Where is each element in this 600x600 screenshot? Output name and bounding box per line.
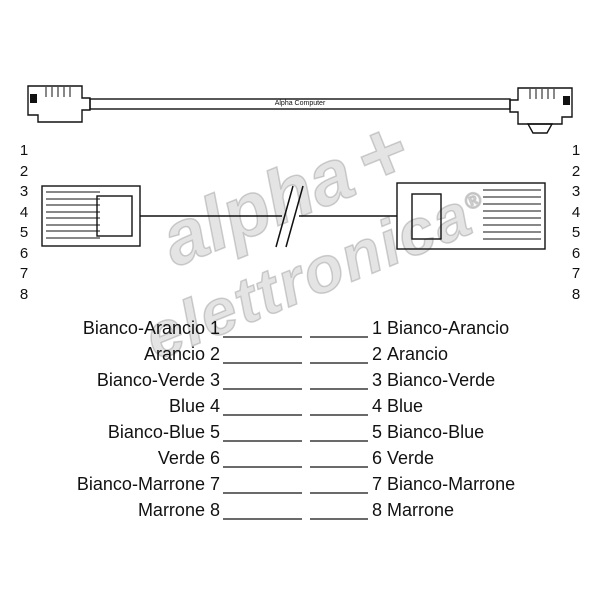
right-pin-number-2: 2 xyxy=(571,163,581,180)
pinout-right-row-6: 6 Verde xyxy=(372,447,594,469)
pin-number: 4 xyxy=(372,396,383,416)
wire-color-label: Marrone xyxy=(387,500,455,520)
wire-color-label: Verde xyxy=(157,448,205,468)
left-pin-number-1: 1 xyxy=(19,142,29,159)
pinout-right-row-1: 1 Bianco-Arancio xyxy=(372,317,594,339)
pin-number: 5 xyxy=(372,422,383,442)
pin-number: 6 xyxy=(209,448,220,468)
pinout-right-row-3: 3 Bianco-Verde xyxy=(372,369,594,391)
pinout-left-row-5: Bianco-Blue 5 xyxy=(10,421,220,443)
right-pin-number-6: 6 xyxy=(571,245,581,262)
right-pin-number-4: 4 xyxy=(571,204,581,221)
pin-number: 8 xyxy=(372,500,383,520)
pinout-left-row-7: Bianco-Marrone 7 xyxy=(10,473,220,495)
wire-color-label: Blue xyxy=(168,396,205,416)
left-pin-number-2: 2 xyxy=(19,163,29,180)
right-pin-number-1: 1 xyxy=(571,142,581,159)
right-pin-number-3: 3 xyxy=(571,183,581,200)
left-pin-number-4: 4 xyxy=(19,204,29,221)
left-connector-latch xyxy=(96,195,133,237)
top-right-plug xyxy=(509,87,573,134)
wire-color-label: Marrone xyxy=(137,500,205,520)
pin-number: 1 xyxy=(372,318,383,338)
pinout-left-row-2: Arancio 2 xyxy=(10,343,220,365)
pin-number: 7 xyxy=(209,474,220,494)
pinout-right-row-2: 2 Arancio xyxy=(372,343,594,365)
wire-color-label: Bianco-Blue xyxy=(387,422,485,442)
pinout-wire-lines xyxy=(223,336,368,520)
right-pin-number-5: 5 xyxy=(571,224,581,241)
wire-color-label: Verde xyxy=(387,448,435,468)
pinout-right-row-8: 8 Marrone xyxy=(372,499,594,521)
pinout-right-row-4: 4 Blue xyxy=(372,395,594,417)
cable-brand-label: Alpha Computer xyxy=(274,100,326,107)
left-pin-number-8: 8 xyxy=(19,286,29,303)
pinout-right-row-7: 7 Bianco-Marrone xyxy=(372,473,594,495)
right-pin-number-7: 7 xyxy=(571,265,581,282)
pinout-left-row-6: Verde 6 xyxy=(10,447,220,469)
pin-number: 2 xyxy=(372,344,383,364)
right-connector-latch xyxy=(411,193,442,240)
left-pin-number-6: 6 xyxy=(19,245,29,262)
pinout-left-row-8: Marrone 8 xyxy=(10,499,220,521)
pinout-left-row-4: Blue 4 xyxy=(10,395,220,417)
wire-color-label: Bianco-Blue xyxy=(107,422,205,442)
wire-color-label: Bianco-Marrone xyxy=(387,474,516,494)
right-connector-pins xyxy=(483,189,541,240)
pin-number: 1 xyxy=(209,318,220,338)
pin-number: 4 xyxy=(209,396,220,416)
left-pin-number-7: 7 xyxy=(19,265,29,282)
pin-number: 3 xyxy=(209,370,220,390)
pin-number: 8 xyxy=(209,500,220,520)
wire-color-label: Arancio xyxy=(143,344,205,364)
wire-color-label: Blue xyxy=(387,396,424,416)
wire-color-label: Bianco-Marrone xyxy=(76,474,205,494)
wire-color-label: Arancio xyxy=(387,344,449,364)
left-pin-number-3: 3 xyxy=(19,183,29,200)
pin-number: 7 xyxy=(372,474,383,494)
left-connector-pins xyxy=(46,191,100,239)
pin-number: 2 xyxy=(209,344,220,364)
wire-color-label: Bianco-Verde xyxy=(387,370,496,390)
cable-break-icon xyxy=(275,185,304,248)
pinout-left-row-1: Bianco-Arancio 1 xyxy=(10,317,220,339)
left-pin-number-5: 5 xyxy=(19,224,29,241)
pinout-left-row-3: Bianco-Verde 3 xyxy=(10,369,220,391)
pin-number: 5 xyxy=(209,422,220,442)
pin-number: 3 xyxy=(372,370,383,390)
right-connector-body xyxy=(396,182,546,250)
right-pin-number-8: 8 xyxy=(571,286,581,303)
pinout-right-row-5: 5 Bianco-Blue xyxy=(372,421,594,443)
wire-color-label: Bianco-Arancio xyxy=(387,318,510,338)
pin-number: 6 xyxy=(372,448,383,468)
top-left-plug xyxy=(27,85,91,123)
wire-color-label: Bianco-Arancio xyxy=(82,318,205,338)
left-connector-body xyxy=(41,185,141,247)
wire-color-label: Bianco-Verde xyxy=(96,370,205,390)
